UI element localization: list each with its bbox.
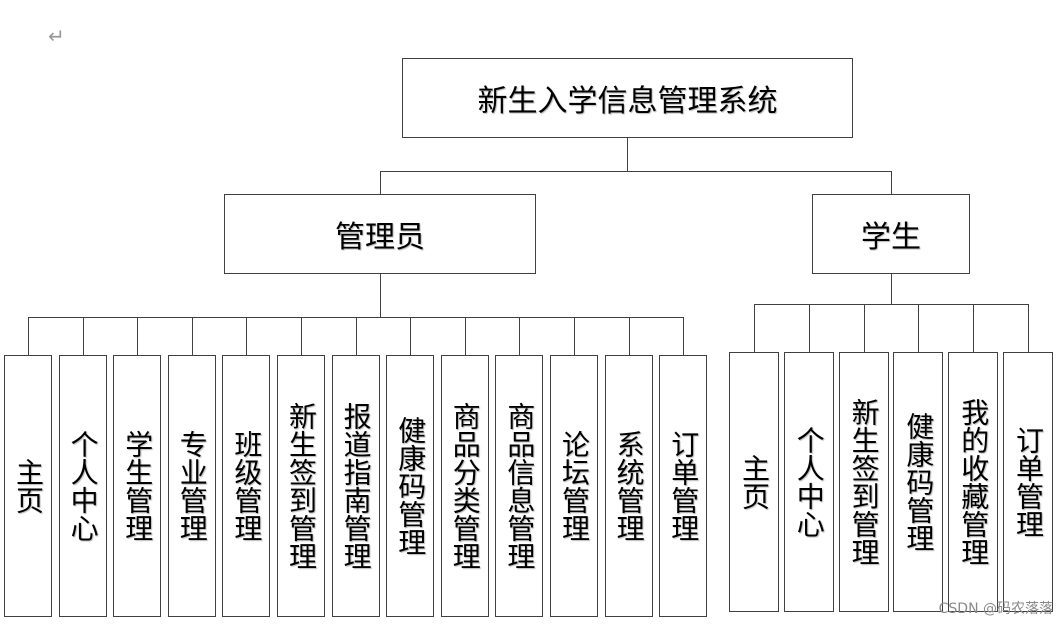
- module-node: 系统管理: [604, 355, 653, 617]
- module-connector-line: [191, 317, 193, 355]
- module-connector-line: [973, 304, 975, 352]
- module-node: 学生管理: [113, 355, 162, 617]
- role-node-admin: 管理员: [224, 194, 536, 274]
- admin-branch-line: [28, 317, 683, 318]
- module-connector-line: [410, 317, 412, 355]
- module-node: 班级管理: [222, 355, 271, 617]
- module-connector-line: [464, 317, 466, 355]
- admin-trunk-line: [380, 274, 381, 318]
- admin-drop-line: [380, 171, 381, 194]
- module-connector-line: [683, 317, 685, 355]
- module-connector-line: [574, 317, 575, 355]
- module-node: 主页: [729, 352, 779, 612]
- module-connector-line: [355, 317, 357, 355]
- module-connector-line: [918, 304, 920, 352]
- student-drop-line: [891, 171, 892, 194]
- paragraph-return-icon: ↵: [48, 24, 65, 48]
- module-node: 主页: [4, 355, 52, 617]
- module-node: 个人中心: [58, 355, 107, 617]
- module-connector-line: [82, 317, 84, 355]
- module-node: 报道指南管理: [331, 355, 380, 617]
- module-connector-line: [863, 304, 865, 352]
- watermark: CSDN @码农落落: [938, 601, 1053, 617]
- module-connector-line: [301, 317, 302, 355]
- module-connector-line: [628, 317, 630, 355]
- module-node: 订单管理: [659, 355, 708, 617]
- module-connector-line: [28, 317, 29, 355]
- root-trunk-line: [627, 138, 628, 172]
- student-branch-line: [754, 304, 1028, 305]
- module-node: 新生签到管理: [838, 352, 889, 612]
- root-branch-line: [380, 171, 891, 172]
- module-connector-line: [519, 317, 521, 355]
- role-node-student: 学生: [812, 194, 970, 274]
- module-node: 我的收藏管理: [948, 352, 999, 612]
- module-node: 商品信息管理: [495, 355, 544, 617]
- module-node: 新生签到管理: [277, 355, 325, 617]
- module-connector-line: [137, 317, 139, 355]
- module-node: 专业管理: [167, 355, 216, 617]
- module-connector-line: [808, 304, 810, 352]
- module-connector-line: [1028, 304, 1029, 352]
- module-connector-line: [754, 304, 755, 352]
- module-node: 健康码管理: [386, 355, 435, 617]
- module-node: 个人中心: [783, 352, 834, 612]
- module-node: 商品分类管理: [440, 355, 489, 617]
- student-trunk-line: [891, 274, 892, 305]
- root-node: 新生入学信息管理系统: [402, 58, 853, 138]
- module-node: 订单管理: [1003, 352, 1053, 612]
- module-connector-line: [246, 317, 248, 355]
- module-node: 健康码管理: [893, 352, 944, 612]
- module-node: 论坛管理: [550, 355, 598, 617]
